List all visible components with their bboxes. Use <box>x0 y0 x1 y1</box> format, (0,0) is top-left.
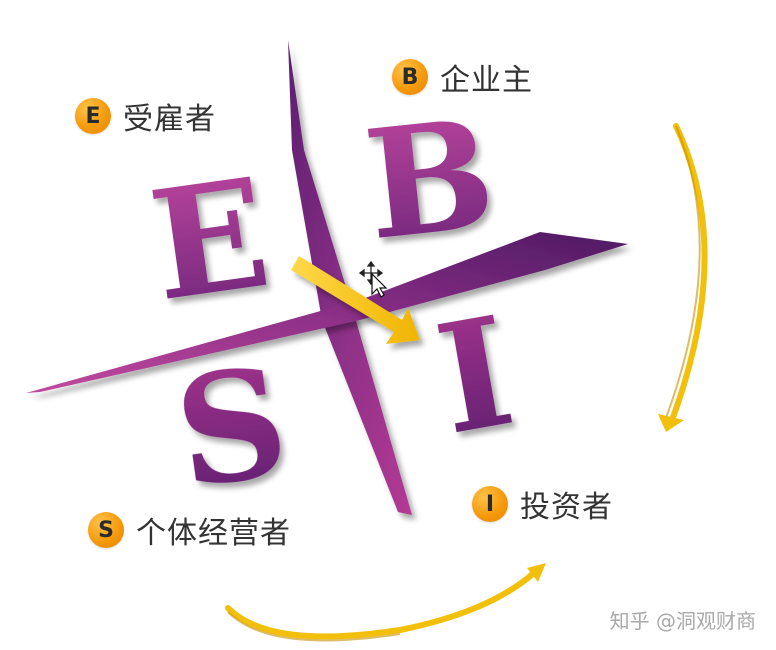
label-investor: 投资者 <box>520 490 613 525</box>
quadrant-i-label: I 投资者 <box>472 482 613 526</box>
badge-s: S <box>88 512 124 548</box>
horizontal-blade <box>26 232 628 393</box>
b-to-i-curved-arrow <box>658 123 708 432</box>
watermark: 知乎 @洞观财商 <box>609 609 756 633</box>
big-letter-s: S <box>166 333 298 522</box>
badge-b: B <box>392 59 428 95</box>
quadrant-s-label: S 个体经营者 <box>88 508 291 552</box>
badge-i: I <box>472 486 508 522</box>
label-self-employed: 个体经营者 <box>136 516 291 551</box>
big-letter-e: E <box>141 145 279 335</box>
pointer-cursor-icon <box>371 272 388 298</box>
quadrant-b-label: B 企业主 <box>392 55 533 99</box>
s-to-i-curved-arrow <box>225 563 546 642</box>
label-business-owner: 企业主 <box>440 63 533 98</box>
quadrant-e-label: E 受雇者 <box>75 94 216 138</box>
badge-e: E <box>75 98 111 134</box>
big-letter-b: B <box>358 86 502 274</box>
e-to-i-arrow <box>291 256 420 344</box>
big-letter-i: I <box>425 283 525 469</box>
label-employee: 受雇者 <box>123 102 216 137</box>
